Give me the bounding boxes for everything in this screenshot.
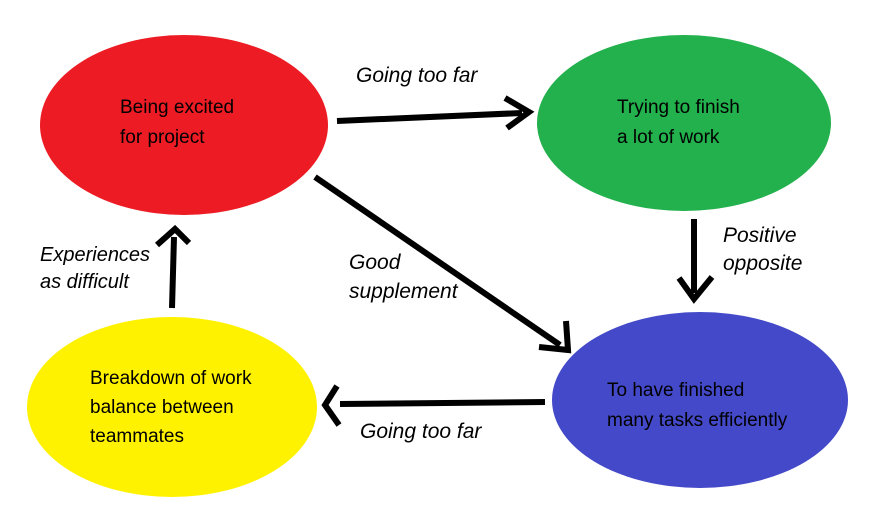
edge-label-line: Positive — [723, 224, 797, 247]
edge-label-line: supplement — [349, 280, 458, 303]
node-label-line: balance between — [90, 397, 234, 418]
edge-label-positive-opposite: Positive opposite — [723, 222, 802, 278]
node-label-line: Trying to finish — [617, 97, 740, 118]
arrow-excited-to-trying — [336, 95, 535, 131]
node-label-line: teammates — [90, 426, 184, 447]
node-label-line: a lot of work — [617, 127, 720, 148]
edge-label-good-supplement: Good supplement — [349, 248, 458, 306]
node-label-breakdown: Breakdown of work balance between teamma… — [90, 364, 252, 451]
node-label-being-excited: Being excited for project — [120, 93, 234, 153]
arrow-trying-to-finished — [676, 219, 715, 304]
edge-label-going-too-far-top: Going too far — [356, 64, 478, 87]
edge-label-line: opposite — [723, 252, 803, 275]
edge-label-line: as difficult — [40, 271, 129, 293]
node-label-line: for project — [120, 127, 205, 148]
edge-label-line: Good — [349, 251, 401, 274]
node-label-line: Being excited — [120, 97, 235, 118]
node-label-line: Breakdown of work — [90, 368, 252, 389]
node-label-trying-to-finish: Trying to finish a lot of work — [617, 93, 740, 153]
edge-label-line: Experiences — [40, 244, 151, 266]
edge-label-experiences-as-difficult: Experiences as difficult — [40, 242, 150, 296]
edge-label-going-too-far-bottom: Going too far — [360, 420, 482, 443]
node-label-line: To have finished — [607, 380, 745, 401]
node-label-finished-tasks: To have finished many tasks efficiently — [607, 376, 787, 436]
node-label-line: many tasks efficiently — [607, 410, 788, 431]
arrow-breakdown-to-excited — [155, 224, 192, 309]
